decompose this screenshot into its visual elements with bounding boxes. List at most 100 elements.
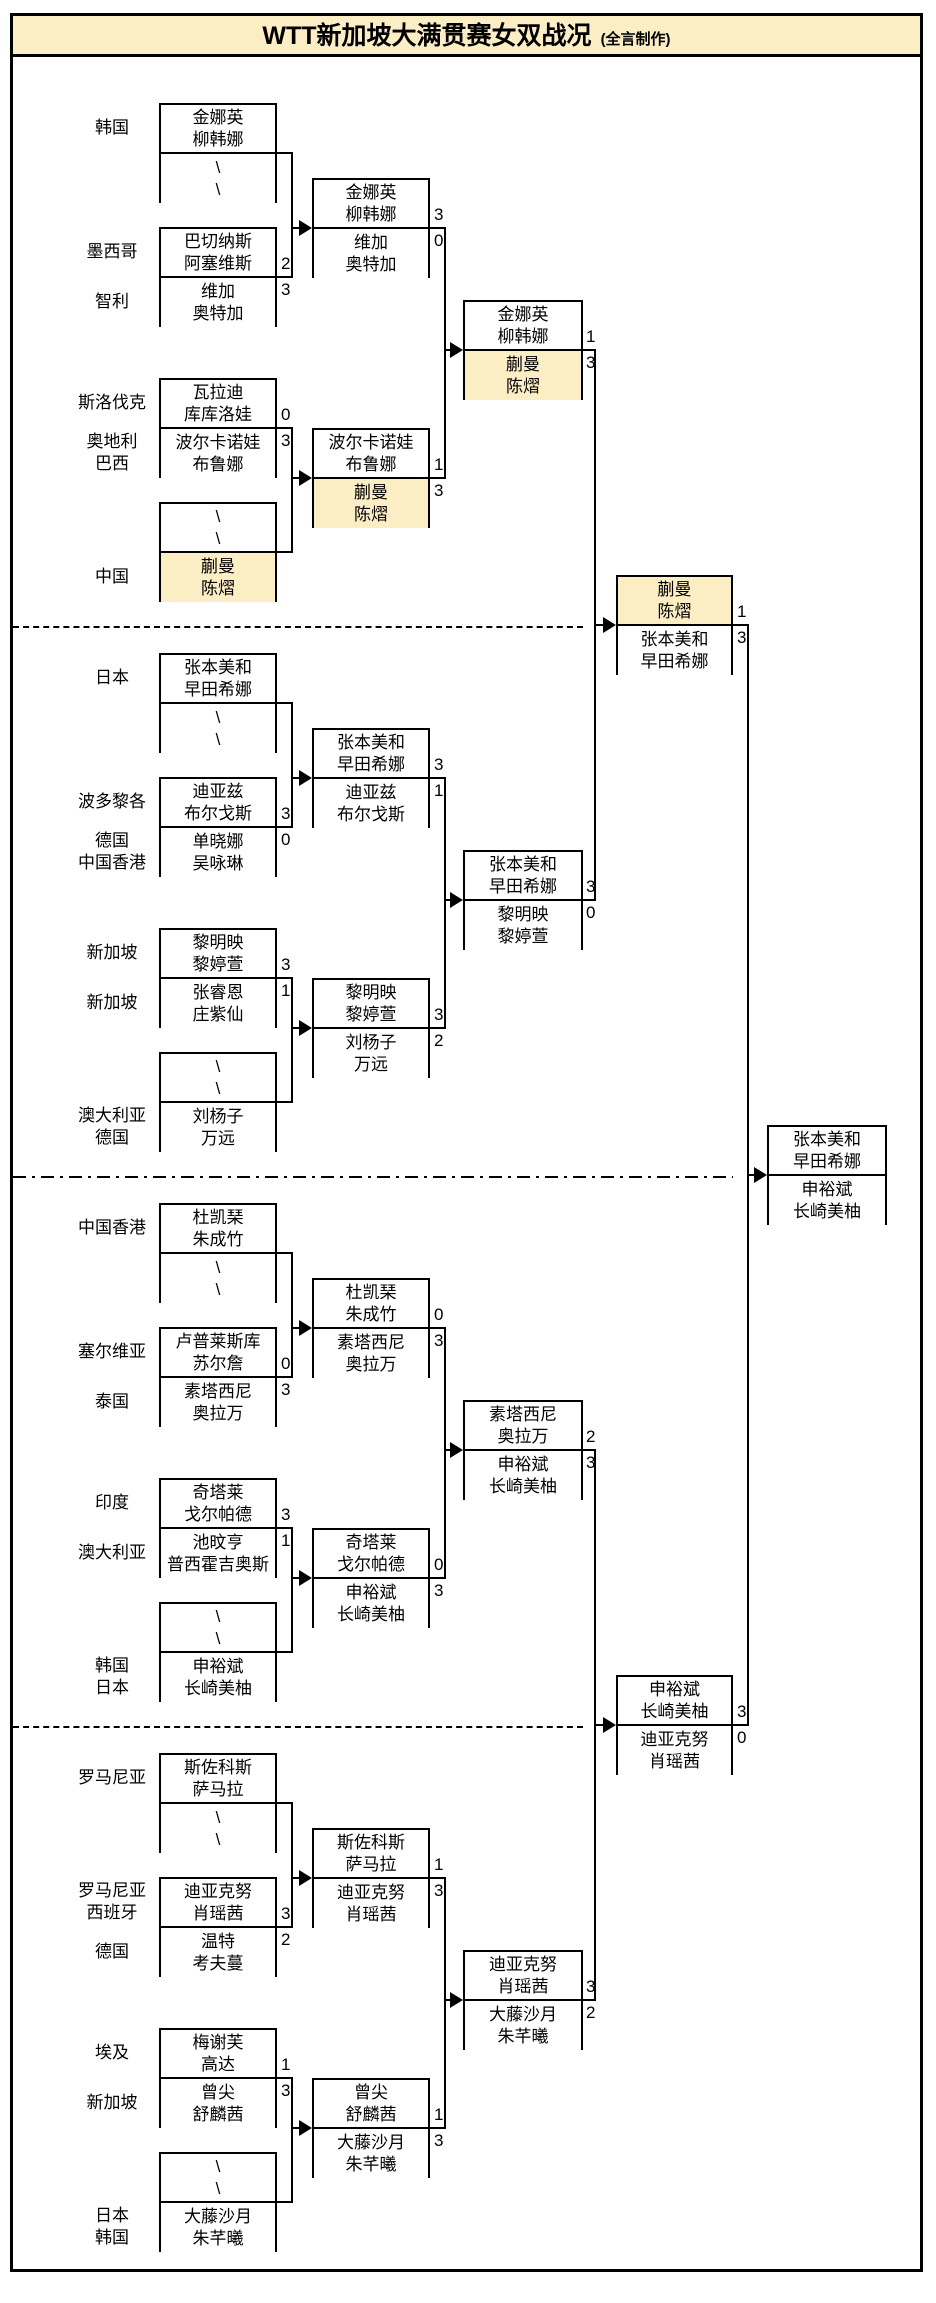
- match-score: 2: [586, 1427, 596, 1446]
- connector-line: [277, 1926, 292, 1928]
- country-label: 韩国日本: [46, 1651, 178, 1703]
- section-divider: [13, 1176, 733, 1178]
- match-score: 1: [281, 1531, 291, 1550]
- match-score: 3: [434, 1881, 444, 1900]
- connector-line: [291, 2077, 293, 2203]
- player-name: 吴咏琳: [192, 853, 244, 873]
- match-score: 0: [586, 903, 596, 922]
- country-label: 塞尔维亚: [46, 1326, 178, 1378]
- team-cell: 杜凯琹朱成竹: [161, 1205, 275, 1252]
- country-label: 新加坡: [46, 927, 178, 979]
- country-name: 罗马尼亚: [78, 1881, 146, 1900]
- player-name: 普西霍吉奥斯: [167, 1554, 269, 1574]
- team-cell: 卢普莱斯库苏尔詹: [161, 1329, 275, 1376]
- player-name: 曾尖: [354, 2082, 388, 2102]
- connector-line: [291, 427, 293, 553]
- player-name: 长崎美柚: [184, 1678, 252, 1698]
- connector-line: [292, 777, 300, 779]
- match-score: 1: [586, 327, 596, 346]
- player-name: 早田希娜: [793, 1151, 861, 1171]
- player-name: 萨马拉: [192, 1779, 244, 1799]
- player-name: 万远: [354, 1054, 388, 1074]
- match-score: 0: [434, 231, 444, 250]
- team-cell: 大藤沙月朱芊曦: [465, 1999, 581, 2050]
- round1-match: 张本美和早田希娜\\: [159, 653, 277, 753]
- team-cell: 张本美和早田希娜: [465, 852, 581, 899]
- player-name: 卢普莱斯库: [175, 1331, 261, 1351]
- match-score: 3: [281, 2081, 291, 2100]
- country-label: 日本韩国: [46, 2201, 178, 2253]
- country-name: 新加坡: [86, 993, 138, 1012]
- team-cell: 池旼亨普西霍吉奥斯: [161, 1527, 275, 1578]
- team-cell: 瓦拉迪库库洛娃: [161, 380, 275, 427]
- connector-line: [430, 1327, 445, 1329]
- connector-line: [277, 551, 292, 553]
- round2-match: 波尔卡诺娃布鲁娜蒯曼陈熠: [312, 428, 430, 528]
- player-name: 朱芊曦: [497, 2026, 549, 2046]
- player-name: \: [215, 1078, 221, 1098]
- match-score: 3: [737, 1702, 747, 1721]
- title-bar: WTT新加坡大满贯赛女双战况 (全言制作): [10, 13, 923, 57]
- connector-line: [444, 1327, 446, 1579]
- country-name: 中国香港: [78, 853, 146, 872]
- player-name: 陈熠: [354, 504, 388, 524]
- country-name: 中国香港: [78, 1218, 146, 1237]
- team-cell: 刘杨子万远: [161, 1101, 275, 1152]
- quarterfinal-match: 张本美和早田希娜黎明映黎婷萱: [463, 850, 583, 950]
- player-name: 张睿恩: [192, 982, 244, 1002]
- connector-line: [292, 1577, 300, 1579]
- connector-line: [291, 977, 293, 1103]
- round1-match: \\刘杨子万远: [159, 1052, 277, 1152]
- round2-match: 奇塔莱戈尔帕德申裕斌长崎美柚: [312, 1528, 430, 1628]
- player-name: 奥特加: [192, 303, 244, 323]
- player-name: 蒯曼: [506, 354, 540, 374]
- connector-line: [292, 227, 300, 229]
- connector-line: [277, 1802, 292, 1804]
- match-score: 3: [281, 955, 291, 974]
- player-name: 巴切纳斯: [184, 231, 252, 251]
- connector-line: [583, 349, 595, 351]
- player-name: \: [215, 1829, 221, 1849]
- player-name: 素塔西尼: [489, 1404, 557, 1424]
- team-cell: 素塔西尼奥拉万: [314, 1327, 428, 1378]
- player-name: 杜凯琹: [345, 1282, 397, 1302]
- country-label: 澳大利亚德国: [46, 1101, 178, 1153]
- section-divider: [13, 626, 583, 628]
- match-score: 1: [434, 781, 444, 800]
- connector-line: [445, 349, 451, 351]
- connector-line: [277, 1527, 292, 1529]
- team-cell: 斯佐科斯萨马拉: [161, 1755, 275, 1802]
- team-cell: 杜凯琹朱成竹: [314, 1280, 428, 1327]
- player-name: 斯佐科斯: [184, 1757, 252, 1777]
- connector-line: [733, 1724, 748, 1726]
- round1-match: 巴切纳斯阿塞维斯维加奥特加: [159, 227, 277, 327]
- connector-line: [277, 2201, 292, 2203]
- match-score: 1: [281, 2055, 291, 2074]
- connector-line: [277, 1651, 292, 1653]
- match-score: 0: [281, 1354, 291, 1373]
- arrow-right-icon: [450, 1442, 463, 1458]
- team-cell: 温特考夫蔓: [161, 1926, 275, 1977]
- player-name: 申裕斌: [801, 1179, 853, 1199]
- team-cell: 申裕斌长崎美柚: [161, 1651, 275, 1702]
- team-cell: 奇塔莱戈尔帕德: [161, 1480, 275, 1527]
- player-name: 肖瑶茜: [192, 1903, 244, 1923]
- connector-line: [277, 427, 292, 429]
- country-name: 澳大利亚: [78, 1543, 146, 1562]
- player-name: \: [215, 179, 221, 199]
- match-score: 0: [281, 405, 291, 424]
- round2-match: 杜凯琹朱成竹素塔西尼奥拉万: [312, 1278, 430, 1378]
- player-name: 长崎美柚: [337, 1604, 405, 1624]
- player-name: 迪亚兹: [192, 781, 244, 801]
- player-name: 肖瑶茜: [345, 1904, 397, 1924]
- page-title: WTT新加坡大满贯赛女双战况: [262, 22, 592, 50]
- team-cell: 申裕斌长崎美柚: [314, 1577, 428, 1628]
- team-cell: 金娜英柳韩娜: [465, 302, 581, 349]
- player-name: 斯佐科斯: [337, 1832, 405, 1852]
- team-cell: 金娜英柳韩娜: [161, 105, 275, 152]
- arrow-right-icon: [450, 342, 463, 358]
- player-name: 蒯曼: [354, 482, 388, 502]
- match-score: 3: [281, 804, 291, 823]
- player-name: 金娜英: [192, 107, 244, 127]
